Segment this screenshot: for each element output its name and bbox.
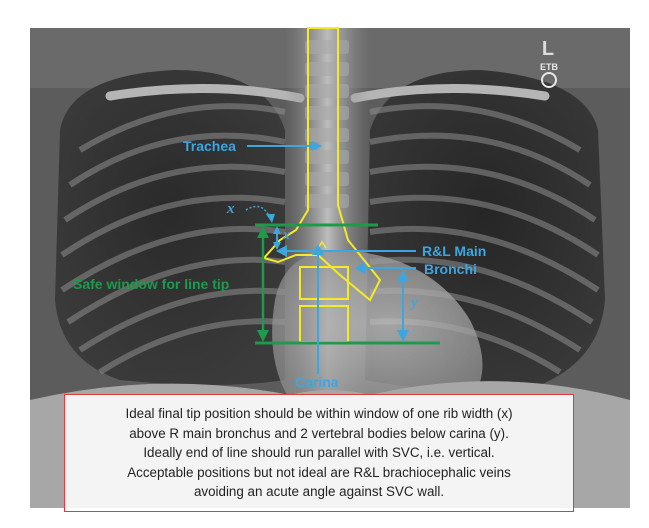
caption-text: Ideal final tip position should be withi… (125, 404, 512, 501)
y-label: y (411, 296, 418, 311)
x-outer-label: x (227, 202, 235, 217)
marker-text: ETB (540, 62, 559, 72)
caption-box: Ideal final tip position should be withi… (64, 394, 574, 512)
carina-label: Carina (295, 375, 339, 389)
main-bronchi-label-line2: Bronchi (424, 262, 477, 276)
x-inner-label: x (283, 229, 290, 243)
main-bronchi-label-line1: R&L Main (422, 244, 486, 258)
safe-window-label: Safe window for line tip (73, 277, 229, 291)
marker-letter: L (542, 38, 554, 60)
trachea-label: Trachea (183, 139, 236, 153)
